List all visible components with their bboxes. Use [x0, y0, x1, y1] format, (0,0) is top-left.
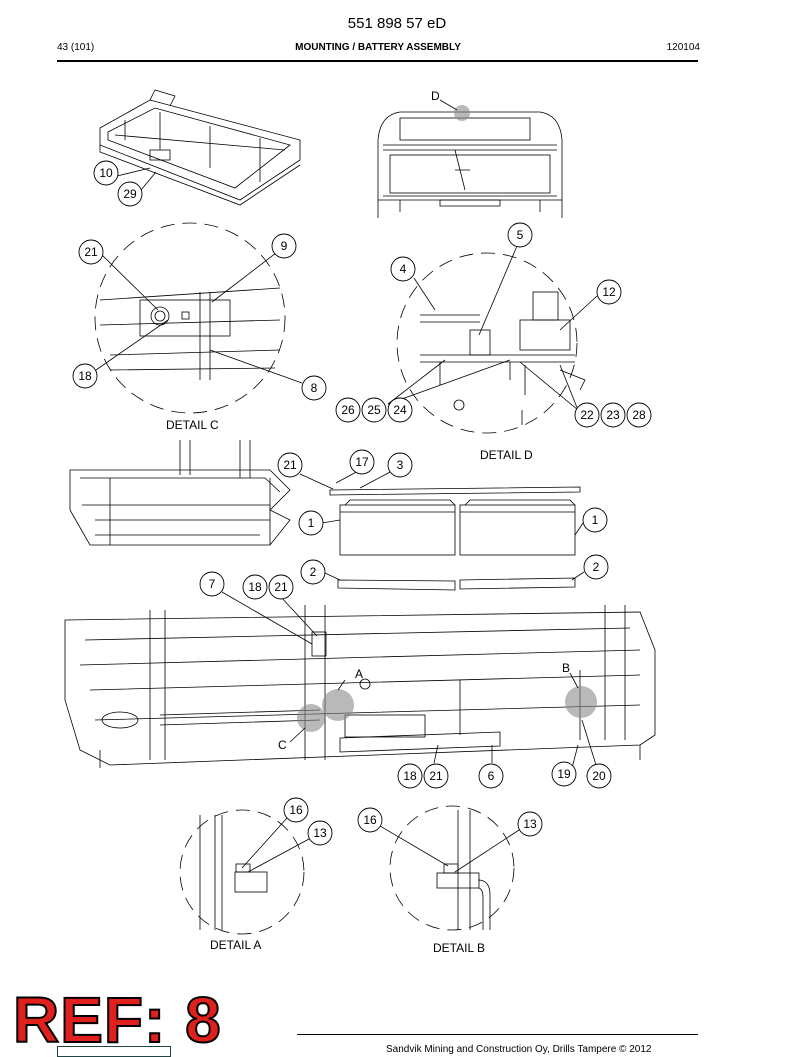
- detail-b-view: [389, 805, 515, 931]
- view-letter-b: B: [562, 661, 570, 675]
- callout-1-left: 1: [298, 510, 324, 536]
- callout-1-right: 1: [582, 507, 608, 533]
- svg-text:2: 2: [310, 565, 317, 579]
- callout-17: 17: [349, 449, 375, 475]
- leader-lines: [95, 167, 598, 873]
- callout-25: 25: [361, 397, 387, 423]
- svg-text:23: 23: [606, 408, 620, 422]
- detail-c-label: DETAIL C: [166, 418, 219, 432]
- svg-text:6: 6: [488, 769, 495, 783]
- svg-text:12: 12: [602, 285, 616, 299]
- footer-copyright: Sandvik Mining and Construction Oy, Dril…: [386, 1044, 652, 1055]
- svg-text:18: 18: [78, 369, 92, 383]
- svg-text:17: 17: [355, 455, 369, 469]
- svg-text:26: 26: [341, 403, 355, 417]
- svg-text:1: 1: [308, 516, 315, 530]
- callout-20: 20: [586, 763, 612, 789]
- callout-23: 23: [600, 402, 626, 428]
- detail-c-view: [94, 222, 286, 414]
- svg-text:1: 1: [592, 513, 599, 527]
- callout-2-right: 2: [583, 554, 609, 580]
- callout-4: 4: [390, 256, 416, 282]
- svg-text:13: 13: [523, 817, 537, 831]
- detail-a-highlight: [322, 689, 354, 721]
- callout-21: 21: [423, 763, 449, 789]
- battery-box-front-view: [377, 105, 563, 218]
- frame-isometric-view: [99, 89, 301, 206]
- svg-text:13: 13: [313, 826, 327, 840]
- svg-text:22: 22: [580, 408, 594, 422]
- battery-tray-isometric-view: [69, 440, 291, 546]
- section-title: MOUNTING / BATTERY ASSEMBLY: [295, 42, 461, 53]
- detail-a-view: [179, 809, 305, 935]
- view-letter-c: C: [278, 738, 287, 752]
- svg-text:2: 2: [593, 560, 600, 574]
- svg-text:20: 20: [592, 769, 606, 783]
- callout-18: 18: [242, 574, 268, 600]
- callout-21: 21: [277, 452, 303, 478]
- callout-22: 22: [574, 402, 600, 428]
- callout-24: 24: [387, 397, 413, 423]
- svg-text:21: 21: [283, 458, 297, 472]
- detail-a-label: DETAIL A: [210, 938, 261, 952]
- callout-16: 16: [357, 807, 383, 833]
- svg-text:7: 7: [209, 577, 216, 591]
- callout-18: 18: [397, 763, 423, 789]
- callout-12: 12: [596, 279, 622, 305]
- svg-text:21: 21: [274, 580, 288, 594]
- callout-28: 28: [626, 402, 652, 428]
- sandvik-logo: [57, 1046, 171, 1057]
- document-date: 120104: [666, 42, 700, 53]
- svg-text:25: 25: [367, 403, 381, 417]
- svg-text:21: 21: [84, 245, 98, 259]
- svg-text:10: 10: [99, 166, 113, 180]
- callout-29: 29: [117, 181, 143, 207]
- svg-text:16: 16: [289, 803, 303, 817]
- svg-text:19: 19: [557, 767, 571, 781]
- battery-assembly-view: [329, 486, 581, 591]
- detail-d-view: [396, 252, 586, 434]
- callout-21: 21: [78, 239, 104, 265]
- svg-text:16: 16: [363, 813, 377, 827]
- header-rule: [57, 60, 698, 62]
- page-number: 43 (101): [57, 42, 95, 53]
- detail-d-label: DETAIL D: [480, 448, 533, 462]
- svg-text:3: 3: [397, 458, 404, 472]
- detail-c-highlight: [297, 704, 325, 732]
- detail-b-highlight: [565, 686, 597, 718]
- svg-text:18: 18: [248, 580, 262, 594]
- callout-13: 13: [307, 820, 333, 846]
- svg-text:28: 28: [632, 408, 646, 422]
- ref-stamp: REF: 8: [12, 983, 222, 1057]
- callout-8: 8: [301, 375, 327, 401]
- callout-2-left: 2: [300, 559, 326, 585]
- callout-26: 26: [335, 397, 361, 423]
- svg-text:4: 4: [400, 262, 407, 276]
- view-letter-a: A: [355, 667, 363, 681]
- callout-9: 9: [271, 233, 297, 259]
- footer-rule: [297, 1034, 698, 1035]
- svg-text:21: 21: [429, 769, 443, 783]
- svg-text:29: 29: [123, 187, 137, 201]
- svg-text:9: 9: [281, 239, 288, 253]
- callout-16: 16: [283, 797, 309, 823]
- callout-10: 10: [93, 160, 119, 186]
- svg-text:18: 18: [403, 769, 417, 783]
- callout-7: 7: [199, 571, 225, 597]
- callout-13: 13: [517, 811, 543, 837]
- main-chassis-view: [64, 605, 656, 768]
- callout-3: 3: [387, 452, 413, 478]
- callout-21: 21: [268, 574, 294, 600]
- callout-5: 5: [507, 222, 533, 248]
- callout-6: 6: [478, 763, 504, 789]
- document-number: 551 898 57 eD: [347, 15, 447, 32]
- svg-text:8: 8: [311, 381, 318, 395]
- callout-18: 18: [72, 363, 98, 389]
- view-letter-d: D: [431, 89, 440, 103]
- callout-19: 19: [551, 761, 577, 787]
- detail-b-label: DETAIL B: [433, 941, 485, 955]
- svg-text:24: 24: [393, 403, 407, 417]
- svg-text:5: 5: [517, 228, 524, 242]
